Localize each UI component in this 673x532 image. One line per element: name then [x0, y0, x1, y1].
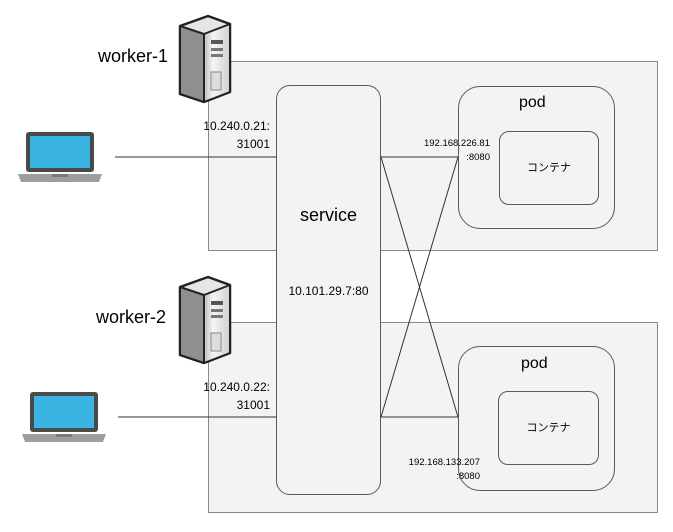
pod-1-ip-line2: :8080 [466, 152, 490, 163]
container-2-box: コンテナ [498, 391, 599, 465]
pod-2-ip-line1: 192.168.133.207 [408, 457, 480, 468]
service-box [276, 85, 381, 495]
worker-1-ip: 10.240.0.21: 31001 [180, 117, 270, 153]
pod-1-ip: 192.168.226.81 :8080 [396, 137, 490, 165]
laptop-1-icon [18, 132, 102, 182]
worker-1-name: worker-1 [98, 46, 169, 66]
pod-2-ip: 192.168.133.207 :8080 [386, 456, 480, 484]
container-2-label: コンテナ [526, 421, 571, 434]
worker-1-ip-line2: 31001 [236, 137, 270, 151]
cross-link-b [380, 156, 459, 418]
container-1-label: コンテナ [527, 161, 571, 174]
worker-1-ip-line1: 10.240.0.21: [203, 119, 270, 133]
pod-2-ip-line2: :8080 [456, 471, 480, 482]
pod-1-ip-line1: 192.168.226.81 [423, 138, 490, 149]
worker-2-name: worker-2 [96, 307, 167, 327]
pod-2-label: pod [521, 355, 548, 372]
service-label: service [299, 205, 357, 225]
worker-2-ip: 10.240.0.22: 31001 [180, 378, 270, 414]
worker-2-ip-line1: 10.240.0.22: [203, 380, 270, 394]
pod-1-label: pod [519, 94, 546, 111]
server-1-icon [178, 14, 232, 104]
container-1-box: コンテナ [499, 131, 599, 205]
worker-2-ip-line2: 31001 [236, 398, 270, 412]
server-2-icon [178, 275, 232, 365]
laptop-2-icon [22, 392, 106, 442]
service-address: 10.101.29.7:80 [288, 284, 369, 298]
